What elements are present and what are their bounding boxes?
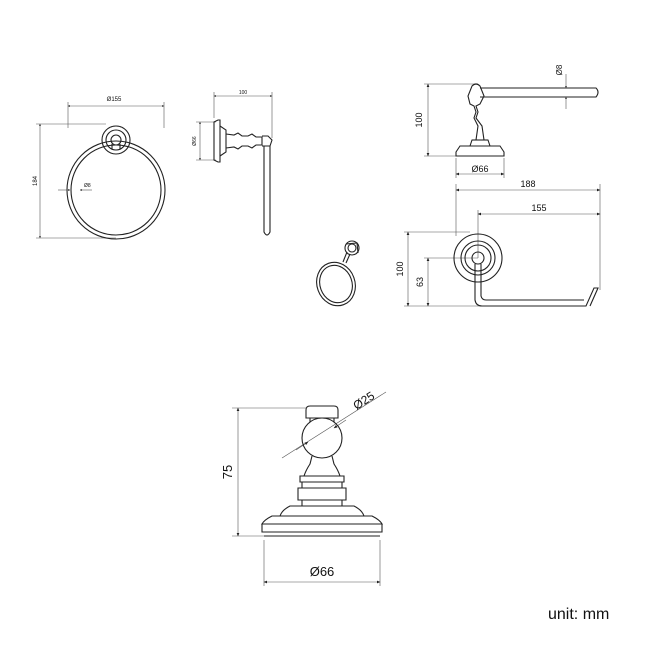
towel-ring-side-view: 100 Ø66	[192, 90, 273, 236]
side-holder-rod	[480, 87, 599, 98]
dim-rod-label: Ø8	[84, 183, 91, 189]
hook-neck	[303, 455, 341, 477]
front-rosette-inner	[464, 244, 492, 272]
side-base-plate	[213, 119, 221, 163]
mount-inner	[105, 129, 127, 151]
mount-outer	[101, 125, 131, 155]
dim-depth-label: 100	[239, 90, 248, 96]
side-holder-stem	[455, 83, 505, 157]
front-rosette-core	[471, 251, 485, 265]
towel-ring-inner	[70, 144, 162, 236]
towel-ring-isometric	[316, 240, 360, 307]
iso-mount-outer	[344, 240, 360, 256]
hook-base-plate	[261, 523, 383, 533]
roll-holder-front-view: 188 155 100 63	[395, 179, 601, 307]
side-ring-rod	[263, 146, 271, 236]
unit-label: unit: mm	[548, 606, 610, 623]
mount-core	[110, 134, 122, 146]
towel-ring-front-view: Ø155 184 Ø8	[33, 97, 166, 240]
iso-ring-outer	[316, 261, 356, 307]
dim-side-height-label: 100	[414, 112, 424, 127]
dim-side-rod-label: Ø8	[555, 64, 564, 75]
iso-mount-inner	[347, 243, 357, 253]
side-arm	[225, 132, 263, 150]
dim-height-label: 184	[33, 175, 39, 186]
dim-side-base-label: Ø66	[471, 164, 488, 174]
dim-leader-knob	[281, 391, 387, 459]
dim-total-label: 188	[520, 179, 535, 189]
front-holder-arm	[474, 264, 599, 307]
dim-center-label: 63	[415, 277, 425, 287]
hook-ball	[301, 417, 343, 459]
dim-width-label: Ø155	[107, 97, 122, 103]
dim-bar-label: 155	[531, 203, 546, 213]
robe-hook-view: 75 Ø25 Ø66	[220, 388, 387, 586]
iso-ring-inner	[319, 264, 353, 304]
front-rosette-outer	[453, 233, 503, 283]
dim-front-height-label: 100	[395, 261, 405, 276]
dim-base-label: Ø66	[192, 136, 198, 146]
dim-knob-label: Ø25	[350, 388, 377, 412]
front-rosette-mid	[460, 240, 496, 276]
hook-cap	[305, 405, 339, 419]
roll-holder-side-view: 100 Ø8 Ø66	[414, 64, 599, 178]
dim-hook-height-label: 75	[220, 465, 235, 479]
hook-base-top	[279, 505, 365, 517]
dim-hook-base-label: Ø66	[310, 564, 335, 579]
